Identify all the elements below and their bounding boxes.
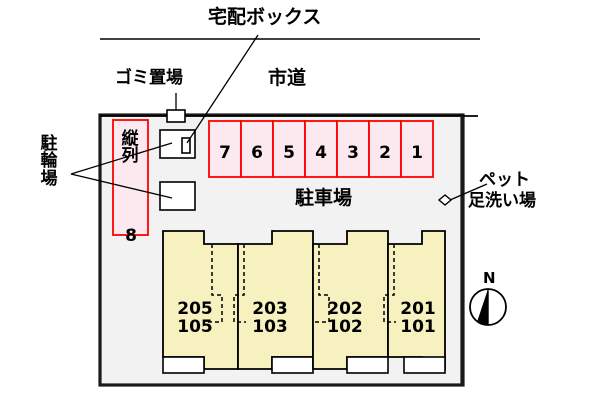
delivery-box-leader-line xyxy=(186,34,259,144)
parking-stall-number-2: 2 xyxy=(379,143,391,163)
bicycle-parking-leader-lines xyxy=(70,142,173,199)
delivery-box-label: 宅配ボックス xyxy=(208,6,322,28)
diamond-marker-icon xyxy=(437,194,453,206)
bicycle-parking-label: 駐 輪 場 xyxy=(38,134,60,189)
parking-stall-number-5: 5 xyxy=(283,143,295,163)
delivery-box-icon xyxy=(181,137,191,154)
unit-number-205-105: 205 105 xyxy=(177,299,213,338)
balcony-203-103 xyxy=(271,356,314,374)
compass-north-label: N xyxy=(483,269,496,287)
unit-number-203-103: 203 103 xyxy=(252,299,288,338)
compass-rose-icon xyxy=(469,288,507,326)
parking-stall-4[interactable] xyxy=(304,120,338,178)
building-unit-201-101[interactable] xyxy=(383,230,446,374)
bicycle-parking-label-char-1: 駐 xyxy=(40,134,58,154)
parking-stall-2[interactable] xyxy=(368,120,402,178)
parking-stall-number-1: 1 xyxy=(411,143,423,163)
balcony-205-105 xyxy=(162,356,205,374)
pet-wash-leader-line xyxy=(449,183,488,201)
parking-stall-6[interactable] xyxy=(240,120,274,178)
unit-number-202-102: 202 102 xyxy=(327,299,363,338)
tandem-parking-label-char-1: 縦 xyxy=(121,129,139,149)
pet-wash-label-line1: ペット xyxy=(479,170,530,190)
garbage-area-label: ゴミ置場 xyxy=(115,68,183,88)
balcony-202-102 xyxy=(346,356,389,374)
unit-number-201-101: 201 101 xyxy=(400,299,436,338)
parking-stall-7[interactable] xyxy=(208,120,242,178)
stair-205-105 xyxy=(205,244,223,323)
pet-wash-label-line2: 足洗い場 xyxy=(468,191,536,211)
parking-stall-number-6: 6 xyxy=(251,143,263,163)
building-unit-205-105[interactable] xyxy=(162,230,239,374)
parking-stall-row xyxy=(208,120,434,178)
garbage-box-icon xyxy=(166,109,186,123)
parking-stall-number-4: 4 xyxy=(315,143,327,163)
stair-202-102 xyxy=(313,244,330,323)
city-road-label: 市道 xyxy=(268,67,307,89)
balcony-201-101 xyxy=(403,356,446,374)
stair-201-101 xyxy=(383,244,396,323)
parking-stall-number-7: 7 xyxy=(219,143,231,163)
parking-lot-label: 駐車場 xyxy=(295,187,353,209)
tandem-parking-label: 縦 列 xyxy=(120,131,140,165)
tandem-parking-stall[interactable] xyxy=(112,119,149,236)
tandem-parking-label-char-2: 列 xyxy=(121,146,139,166)
bicycle-parking-label-char-3: 場 xyxy=(40,168,58,189)
bicycle-parking-label-char-2: 輪 xyxy=(40,151,58,172)
tandem-stall-number: 8 xyxy=(125,226,137,246)
parking-stall-1[interactable] xyxy=(400,120,434,178)
parking-stall-number-3: 3 xyxy=(347,143,359,163)
stair-203-103 xyxy=(233,244,246,323)
